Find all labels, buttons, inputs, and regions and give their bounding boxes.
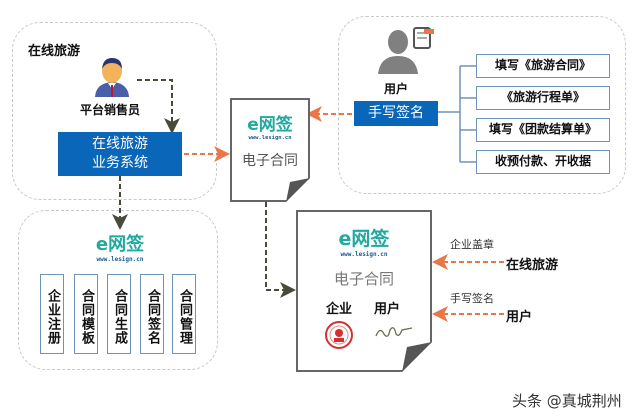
final-contract-title: 电子合同 <box>333 270 394 288</box>
feature-contract-template[interactable]: 合同模板 <box>74 274 98 354</box>
user-signature-caption: 手写签名 <box>450 292 494 305</box>
step-fill-travel-contract[interactable]: 填写《旅游合同》 <box>476 54 610 78</box>
salesperson-label: 平台销售员 <box>80 103 141 117</box>
feature-contract-management[interactable]: 合同管理 <box>172 274 196 354</box>
arrow-sales-to-system <box>137 79 180 134</box>
esign-logo-mark: e网签 <box>247 115 293 135</box>
final-logo-mark: e网签 <box>338 228 390 250</box>
esign-logo: e网签 www.lesign.cn <box>232 110 308 141</box>
page-fold-icon <box>286 178 310 202</box>
platform-logo-mark: e网签 <box>95 234 145 255</box>
step-travel-itinerary[interactable]: 《旅游行程单》 <box>476 86 610 110</box>
platform-logo-url: www.lesign.cn <box>96 256 144 263</box>
contract-title: 电子合同 <box>242 153 298 169</box>
e-contract-document[interactable]: e网签 www.lesign.cn 电子合同 <box>230 98 310 202</box>
final-page-fold-icon <box>402 342 432 372</box>
region-title: 在线旅游 <box>28 44 81 59</box>
handwritten-signature-button[interactable]: 手写签名 <box>354 101 438 126</box>
watermark: 头条 @真城荆州 <box>512 392 622 410</box>
final-logo-url: www.lesign.cn <box>340 251 388 258</box>
arrow-contract-to-final <box>265 202 296 298</box>
steps-tree-lines <box>436 65 476 163</box>
platform-features: 企业注册 合同模板 合同生成 合同签名 合同管理 <box>40 274 200 354</box>
user-region <box>338 16 626 194</box>
user-label: 用户 <box>384 82 409 96</box>
feature-enterprise-registration[interactable]: 企业注册 <box>40 274 64 354</box>
esign-logo-url: www.lesign.cn <box>248 135 292 141</box>
feature-contract-signing[interactable]: 合同签名 <box>140 274 164 354</box>
user-signature-source: 用户 <box>506 310 533 325</box>
online-travel-system-box[interactable]: 在线旅游 业务系统 <box>58 132 182 176</box>
system-box-line1: 在线旅游 <box>92 136 148 152</box>
enterprise-seal-caption: 企业盖章 <box>450 238 494 251</box>
platform-esign-logo: e网签 www.lesign.cn <box>80 230 160 263</box>
enterprise-seal-source: 在线旅游 <box>506 258 559 273</box>
step-group-settlement[interactable]: 填写《团款结算单》 <box>476 118 610 142</box>
final-esign-logo: e网签 www.lesign.cn <box>298 224 430 258</box>
signed-contract-document[interactable]: e网签 www.lesign.cn 电子合同 企业 用户 <box>296 210 432 372</box>
handwritten-signature-icon <box>375 327 413 337</box>
step-receive-payment[interactable]: 收预付款、开收据 <box>476 150 610 174</box>
system-box-line2: 业务系统 <box>92 155 148 171</box>
steps-list: 填写《旅游合同》 《旅游行程单》 填写《团款结算单》 收预付款、开收据 <box>476 54 610 184</box>
salesperson-icon <box>92 55 132 97</box>
official-seal-icon <box>325 321 353 349</box>
party-user-label: 用户 <box>374 302 401 317</box>
online-travel-region <box>12 22 217 200</box>
party-enterprise-label: 企业 <box>326 302 353 317</box>
feature-contract-generation[interactable]: 合同生成 <box>107 274 131 354</box>
esign-platform-region <box>18 210 218 370</box>
user-icon <box>378 26 438 74</box>
